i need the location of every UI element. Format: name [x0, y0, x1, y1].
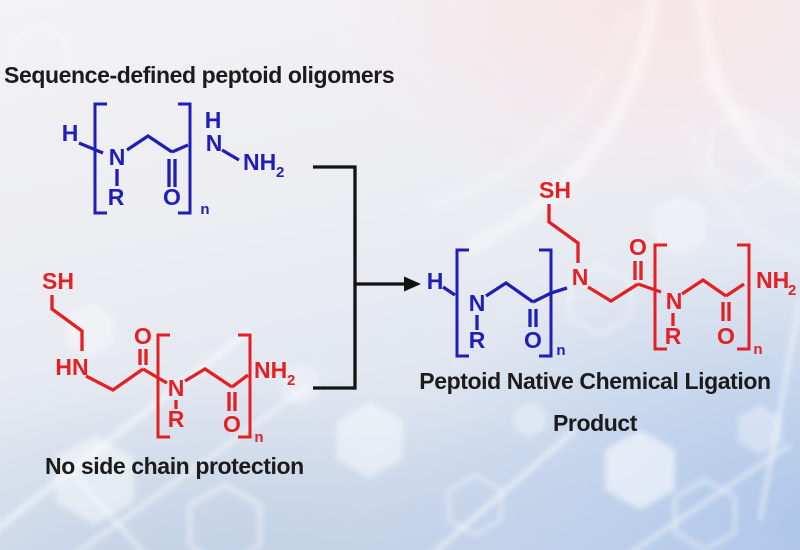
atom-r-label: R — [469, 327, 486, 353]
atom-nh-label: NH — [254, 357, 287, 383]
product-red-brackets — [653, 243, 751, 351]
atom-n-label: N — [469, 290, 486, 316]
light-streaks — [0, 299, 800, 550]
atom-h-label: H — [427, 268, 444, 294]
thiol-sh-label: SH — [539, 177, 571, 203]
product-label-line2: Product — [552, 410, 638, 436]
atom-n-label: N — [109, 144, 126, 170]
repeat-n-label: n — [753, 341, 762, 358]
product-blue-brackets — [455, 248, 553, 358]
repeat-n-label: n — [254, 429, 263, 446]
atom-n-label: N — [666, 288, 683, 314]
product-blue-bonds — [442, 281, 568, 330]
atom-nh-label: NH — [756, 267, 789, 293]
atom-r-label: R — [665, 323, 682, 349]
thiol-atom-labels: SH HN O N R O n NH 2 — [42, 268, 295, 446]
merge-bracket — [313, 165, 357, 390]
atom-r-label: R — [168, 406, 185, 432]
subscript-two-label: 2 — [276, 164, 284, 181]
atom-o-label: O — [524, 327, 542, 353]
no-side-chain-note: No side chain protection — [45, 453, 304, 479]
hydrazide-atom-labels: H N R O n H N NH 2 — [62, 107, 285, 218]
reactant-hydrazide-structure: H N R O n H N NH 2 — [62, 102, 285, 218]
product-structure: H N R O n — [427, 177, 797, 359]
atom-o-label: O — [134, 323, 152, 349]
repeat-n-label: n — [200, 201, 209, 218]
amine-hn-label: HN — [55, 354, 88, 380]
atom-n-label: N — [572, 264, 589, 290]
atom-n-label: N — [206, 130, 223, 156]
atom-o-label: O — [163, 184, 181, 210]
atom-h-label: H — [62, 120, 79, 146]
product-red-bonds — [547, 204, 745, 326]
atom-r-label: R — [108, 184, 125, 210]
thiol-brackets — [156, 333, 252, 439]
hydrazide-bonds — [78, 134, 240, 187]
product-red-atom-labels: SH N O N R O n NH 2 — [539, 177, 796, 358]
atom-o-label: O — [717, 323, 735, 349]
subscript-two-label: 2 — [788, 282, 796, 299]
vein-curves — [429, 0, 800, 260]
atom-h-label: H — [205, 107, 222, 133]
atom-n-label: N — [168, 375, 185, 401]
thiol-sh-label: SH — [42, 268, 74, 294]
arrow-head — [404, 276, 421, 292]
figure-title: Sequence-defined peptoid oligomers — [4, 62, 395, 88]
hexagon-pattern — [12, 22, 782, 550]
product-blue-atom-labels: H N R O n — [427, 268, 566, 359]
atom-o-label: O — [223, 411, 241, 437]
hydrazide-brackets — [93, 102, 192, 215]
repeat-n-label: n — [556, 342, 565, 359]
atom-o-label: O — [629, 234, 647, 260]
product-label-line1: Peptoid Native Chemical Ligation — [419, 368, 771, 394]
thiol-bonds — [50, 295, 249, 411]
atom-nh-label: NH — [243, 149, 276, 175]
product-label: Peptoid Native Chemical Ligation Product — [390, 368, 800, 437]
reactant-thiol-structure: SH HN O N R O n NH 2 — [42, 268, 295, 446]
reaction-arrow — [313, 165, 421, 390]
subscript-two-label: 2 — [287, 372, 295, 389]
